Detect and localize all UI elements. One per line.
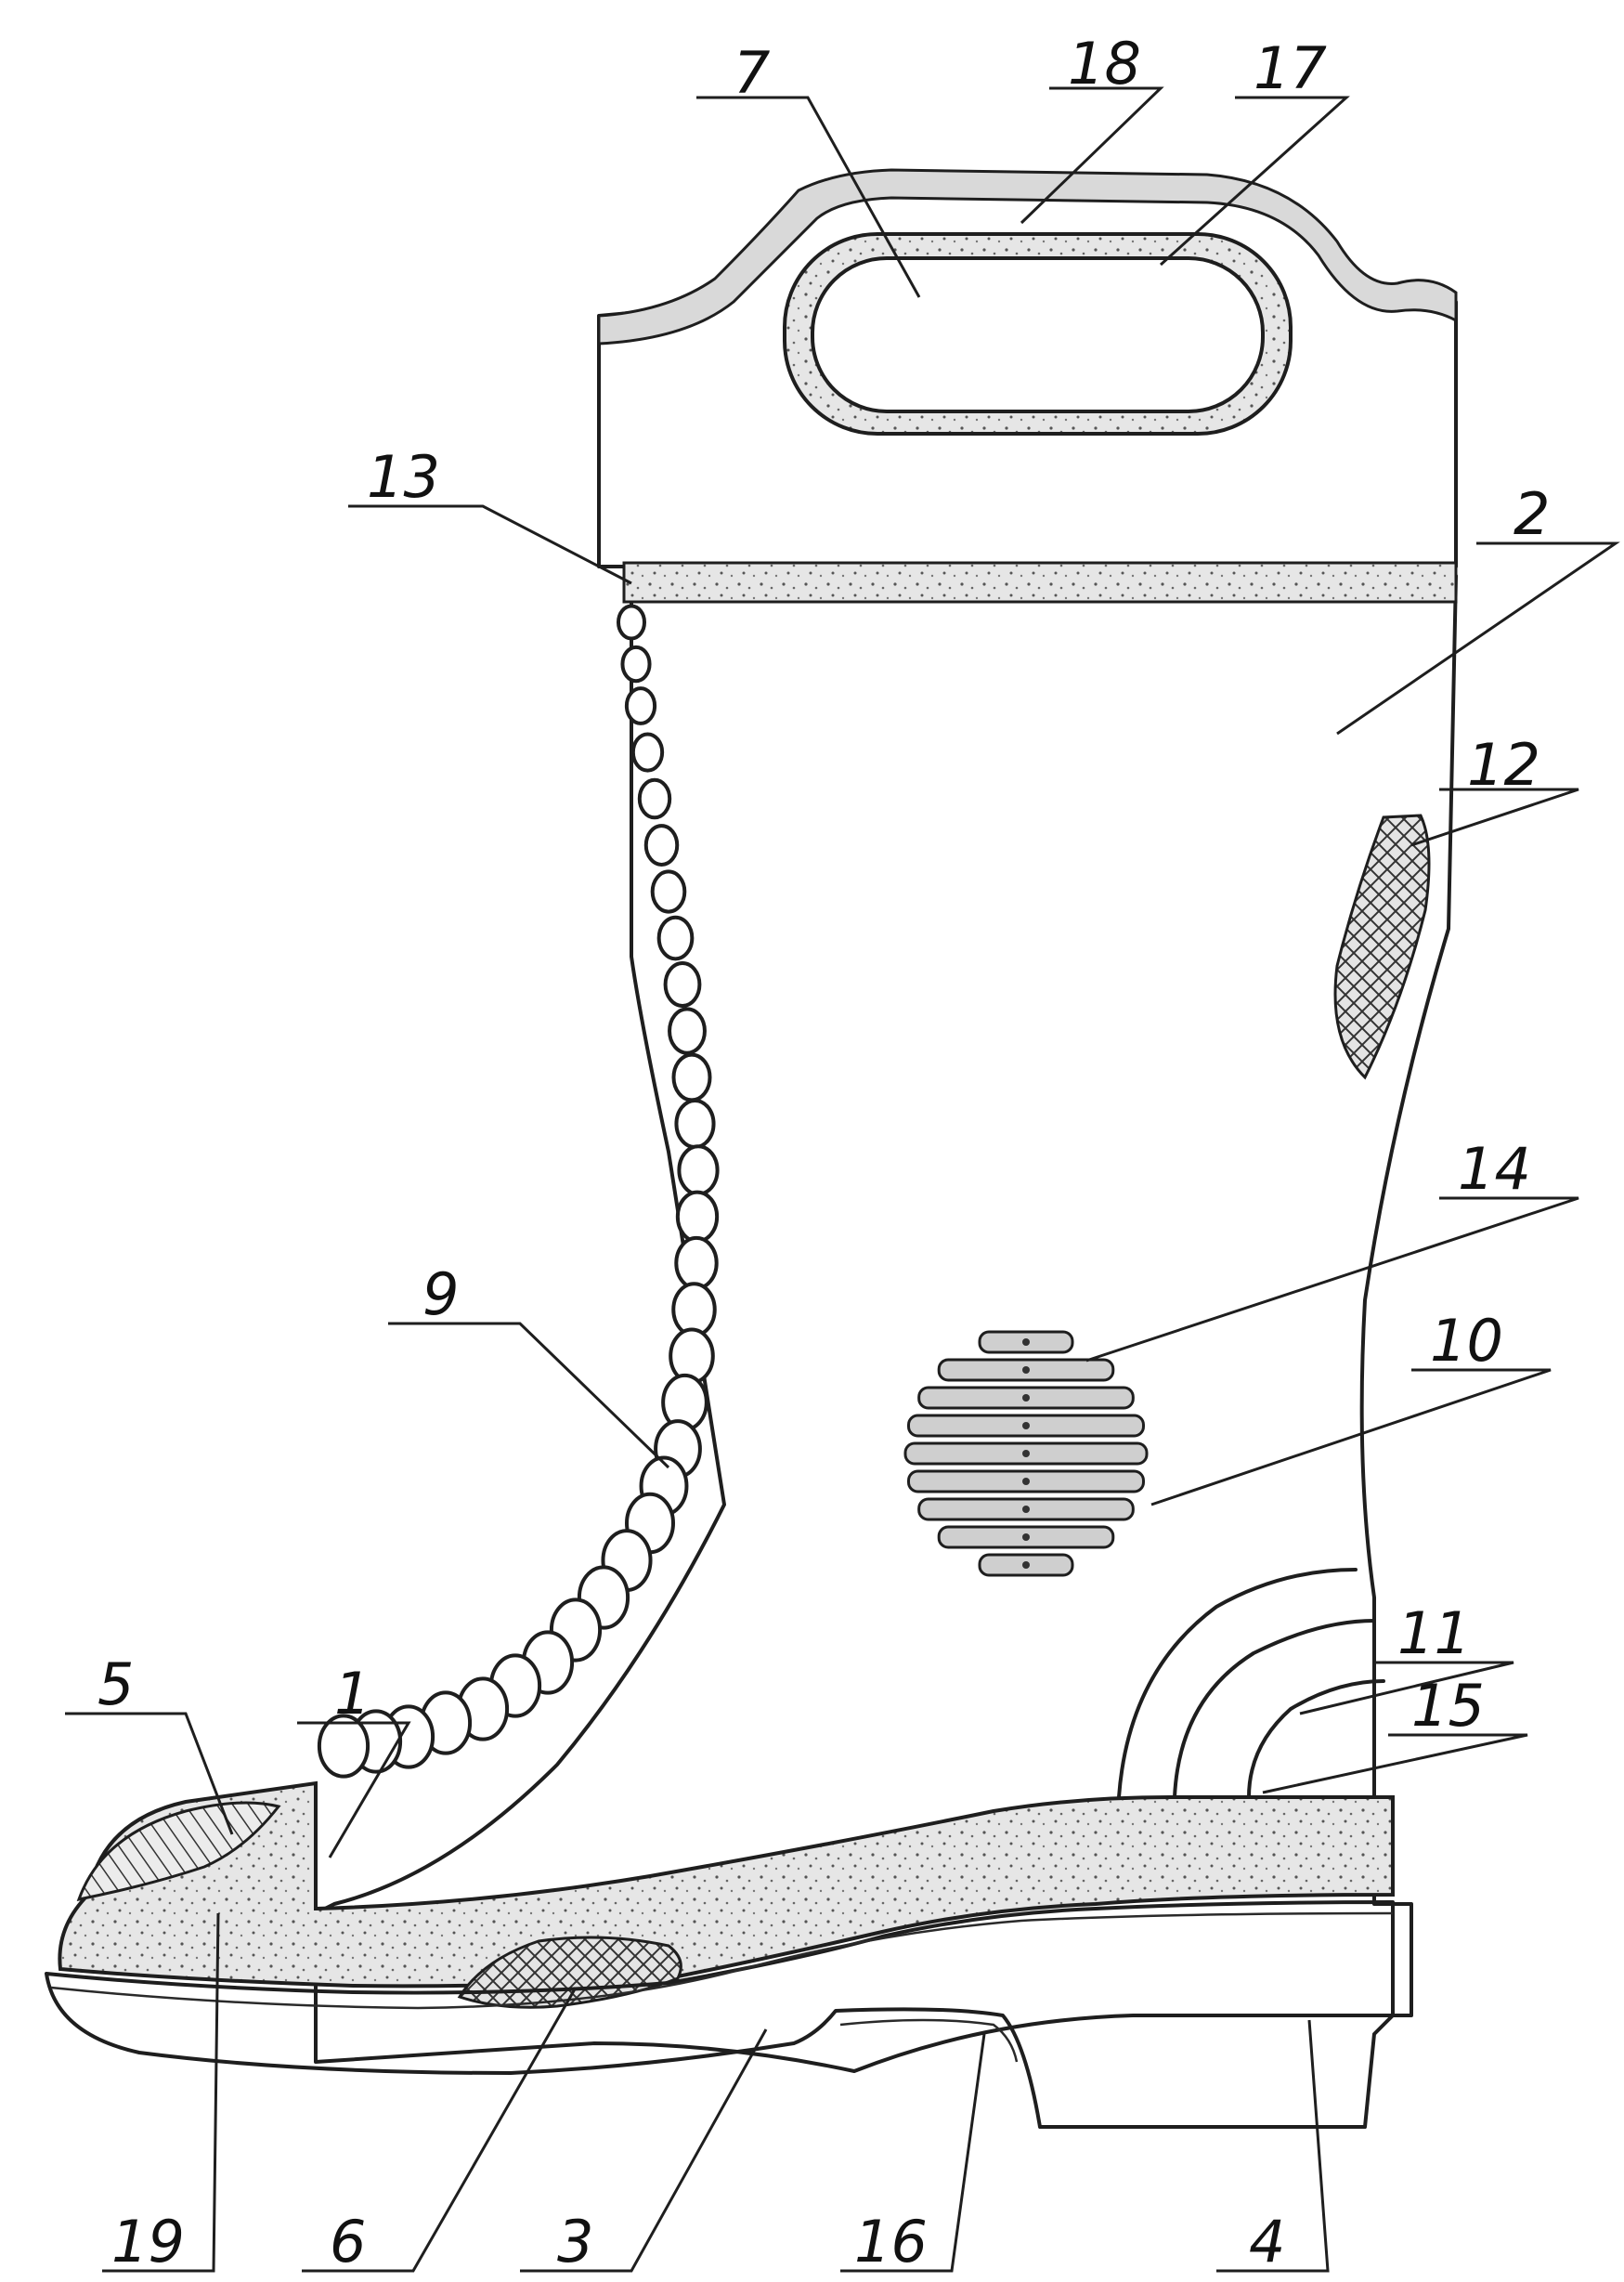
callout-12: 12	[1467, 731, 1540, 799]
callout-10: 10	[1430, 1307, 1503, 1375]
outsole-edge-line	[50, 1911, 1394, 2010]
callout-14: 14	[1458, 1135, 1531, 1203]
callout-18: 18	[1068, 30, 1141, 98]
callout-15: 15	[1411, 1672, 1485, 1740]
callout-11: 11	[1397, 1599, 1471, 1667]
callout-6: 6	[330, 2208, 366, 2275]
bead	[677, 1144, 720, 1196]
bead	[663, 961, 702, 1008]
outsole	[45, 1900, 1395, 2129]
vent-rivet	[1022, 1506, 1030, 1513]
callout-1: 1	[334, 1660, 370, 1728]
callout-5: 5	[97, 1650, 134, 1718]
callout-17: 17	[1254, 34, 1327, 102]
bead	[624, 686, 657, 725]
vent-rivet	[1022, 1422, 1030, 1429]
edge-binding	[597, 168, 1458, 346]
bead	[317, 1714, 370, 1779]
heel-cavity	[839, 2018, 1019, 2063]
bead	[674, 1098, 716, 1150]
callout-4: 4	[1249, 2208, 1285, 2275]
reinforcing-band	[622, 561, 1458, 604]
vent-rivet	[1022, 1533, 1030, 1541]
heel-counter-inner	[1173, 1619, 1376, 1799]
vent-rivet	[1022, 1338, 1030, 1346]
bead	[675, 1190, 720, 1244]
vent-rivet	[1022, 1561, 1030, 1569]
callout-19: 19	[111, 2208, 185, 2275]
callout-16: 16	[854, 2208, 928, 2275]
bead	[617, 604, 646, 641]
callout-13: 13	[367, 443, 440, 511]
bead	[668, 1007, 707, 1055]
bead	[630, 732, 665, 773]
callout-2: 2	[1514, 480, 1550, 548]
bead-chain	[317, 604, 720, 1779]
heel-stabilizer	[1247, 1679, 1385, 1799]
side-reinforcement	[1333, 814, 1431, 1080]
vent-grille	[903, 1330, 1149, 1577]
vent-rivet	[1022, 1450, 1030, 1457]
midsole	[58, 1780, 1395, 1989]
leader-lines	[65, 86, 1620, 2273]
vent-rivet	[1022, 1478, 1030, 1485]
bead	[643, 824, 680, 867]
heel-counter-outer	[1117, 1568, 1358, 1799]
callout-3: 3	[557, 2208, 593, 2275]
bead	[671, 1052, 712, 1102]
handle-opening	[811, 256, 1265, 413]
vent-rivet	[1022, 1366, 1030, 1374]
bead	[674, 1235, 719, 1291]
bead	[656, 915, 695, 961]
bead	[650, 869, 687, 914]
bead	[669, 1327, 715, 1385]
boot-shaft	[314, 574, 1458, 2073]
vent-rivet	[1022, 1394, 1030, 1402]
bead	[637, 777, 672, 820]
callout-7: 7	[734, 39, 770, 107]
bead	[671, 1282, 717, 1337]
callout-9: 9	[422, 1260, 459, 1328]
bead	[620, 645, 652, 684]
